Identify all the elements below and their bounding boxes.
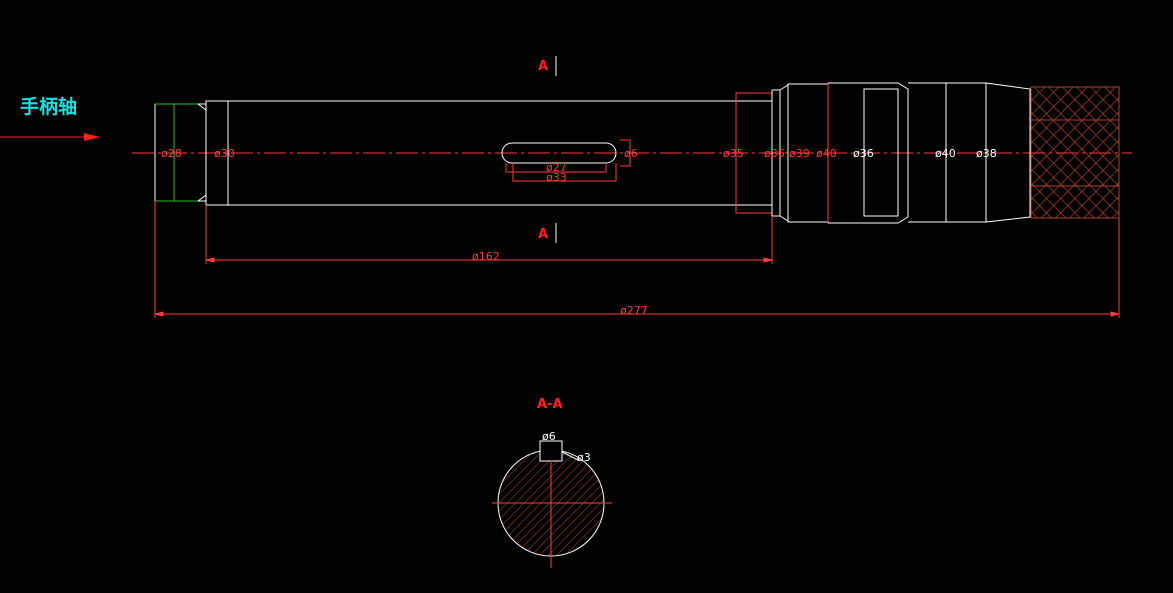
dim-len-277: ø277 [620,304,648,317]
shaft-segment-body [228,100,772,206]
direction-arrow [0,133,100,141]
section-view-title: A-A [537,397,563,412]
dim-d35: ø35 [723,147,744,160]
keyway-notch [539,440,563,462]
dim-d30: ø30 [214,147,235,160]
dim-d40a: ø40 [816,147,837,160]
drawing-title: 手柄轴 [20,96,78,118]
dim-d39: ø39 [789,147,810,160]
section-cut-marker-top: A [538,56,557,76]
section-view-aa: ø6 ø3 [492,430,612,568]
shaft-segment-d40 [828,82,909,224]
shaft-outline [154,82,1031,224]
dimension-labels-white: ø36 ø40 ø38 [853,147,997,160]
dim-len-162: ø162 [472,250,500,263]
dim-d40b: ø40 [935,147,956,160]
section-cut-marker-bottom: A [538,223,557,243]
dimension-lines [154,139,1120,318]
section-label-top: A [538,59,548,74]
inner-bore-d36 [863,88,899,217]
dim-d36b: ø36 [853,147,874,160]
dimension-labels: ø28 ø30 ø6 ø27 ø33 ø35 ø36 ø39 ø40 ø162 … [161,147,837,317]
keyway-slot [501,142,617,164]
chamfer-lines [155,103,198,202]
dim-d6-slot: ø6 [624,147,638,160]
dim-d33: ø33 [546,171,567,184]
shaft-segment-d30 [205,100,229,206]
section-label-bottom: A [538,227,548,242]
dim-d28: ø28 [161,147,182,160]
dim-key-depth: ø3 [577,451,591,464]
dim-key-width: ø6 [542,430,556,443]
dim-d36a: ø36 [764,147,785,160]
dim-d38: ø38 [976,147,997,160]
knurled-handle [1030,86,1120,219]
dim-d27: ø27 [546,161,567,174]
